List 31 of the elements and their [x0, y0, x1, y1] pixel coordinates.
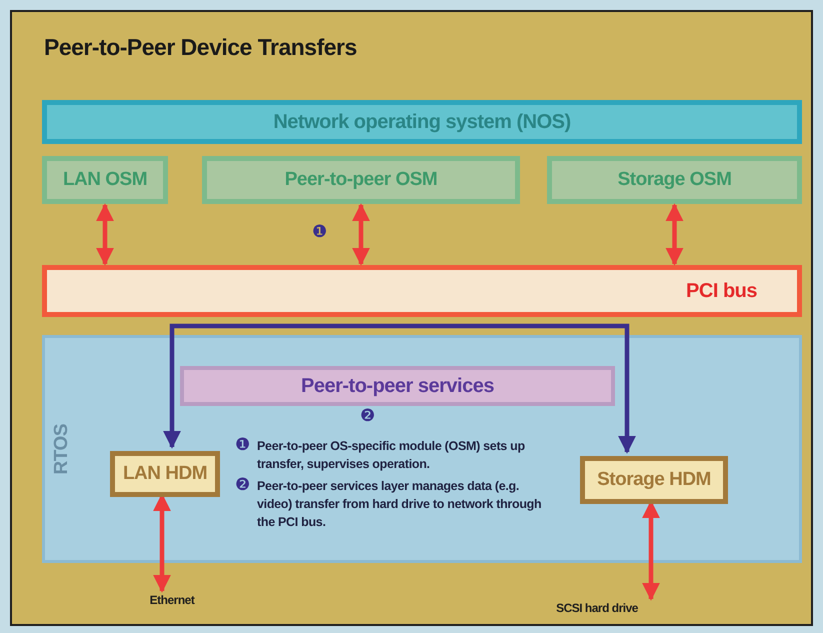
- arrow: [96, 203, 114, 266]
- module-box: [42, 156, 168, 204]
- module-box: [202, 156, 520, 204]
- node-label: Network operating system (NOS): [273, 110, 571, 134]
- node-label: SCSI hard drive: [556, 601, 638, 615]
- arrow: [163, 324, 636, 454]
- note-text: Peer-to-peer services layer manages data (e.g. video) transfer from hard drive to network through the PCI bus.: [257, 478, 542, 532]
- module-box: [547, 156, 802, 204]
- node-label: Ethernet: [150, 593, 194, 607]
- node-label: Storage HDM: [597, 469, 711, 491]
- note-text: Peer-to-peer OS-specific module (OSM) sets up transfer, supervises operation.: [257, 438, 526, 474]
- diagram-title: Peer-to-Peer Device Transfers: [44, 34, 357, 61]
- services-band: [180, 366, 615, 406]
- callout-number: ❶: [235, 437, 250, 454]
- node-label: LAN OSM: [62, 169, 148, 191]
- node-label: Peer-to-peer OSM: [284, 169, 438, 191]
- layer-band: [42, 335, 802, 563]
- arrow: [666, 203, 684, 266]
- callout-number: ❷: [360, 408, 376, 425]
- bus-band: [42, 265, 802, 317]
- node-label: PCI bus: [686, 280, 757, 302]
- driver-box: [110, 451, 220, 497]
- node-label: RTOS: [51, 424, 73, 474]
- node-label: Storage OSM: [618, 169, 732, 191]
- node-label: LAN HDM: [122, 463, 208, 485]
- callout-number: ❶: [312, 224, 328, 241]
- driver-box: [580, 456, 728, 504]
- arrow: [352, 203, 370, 266]
- layer-band: [42, 100, 802, 144]
- callout-number: ❷: [235, 477, 250, 494]
- node-label: Peer-to-peer services: [301, 374, 494, 398]
